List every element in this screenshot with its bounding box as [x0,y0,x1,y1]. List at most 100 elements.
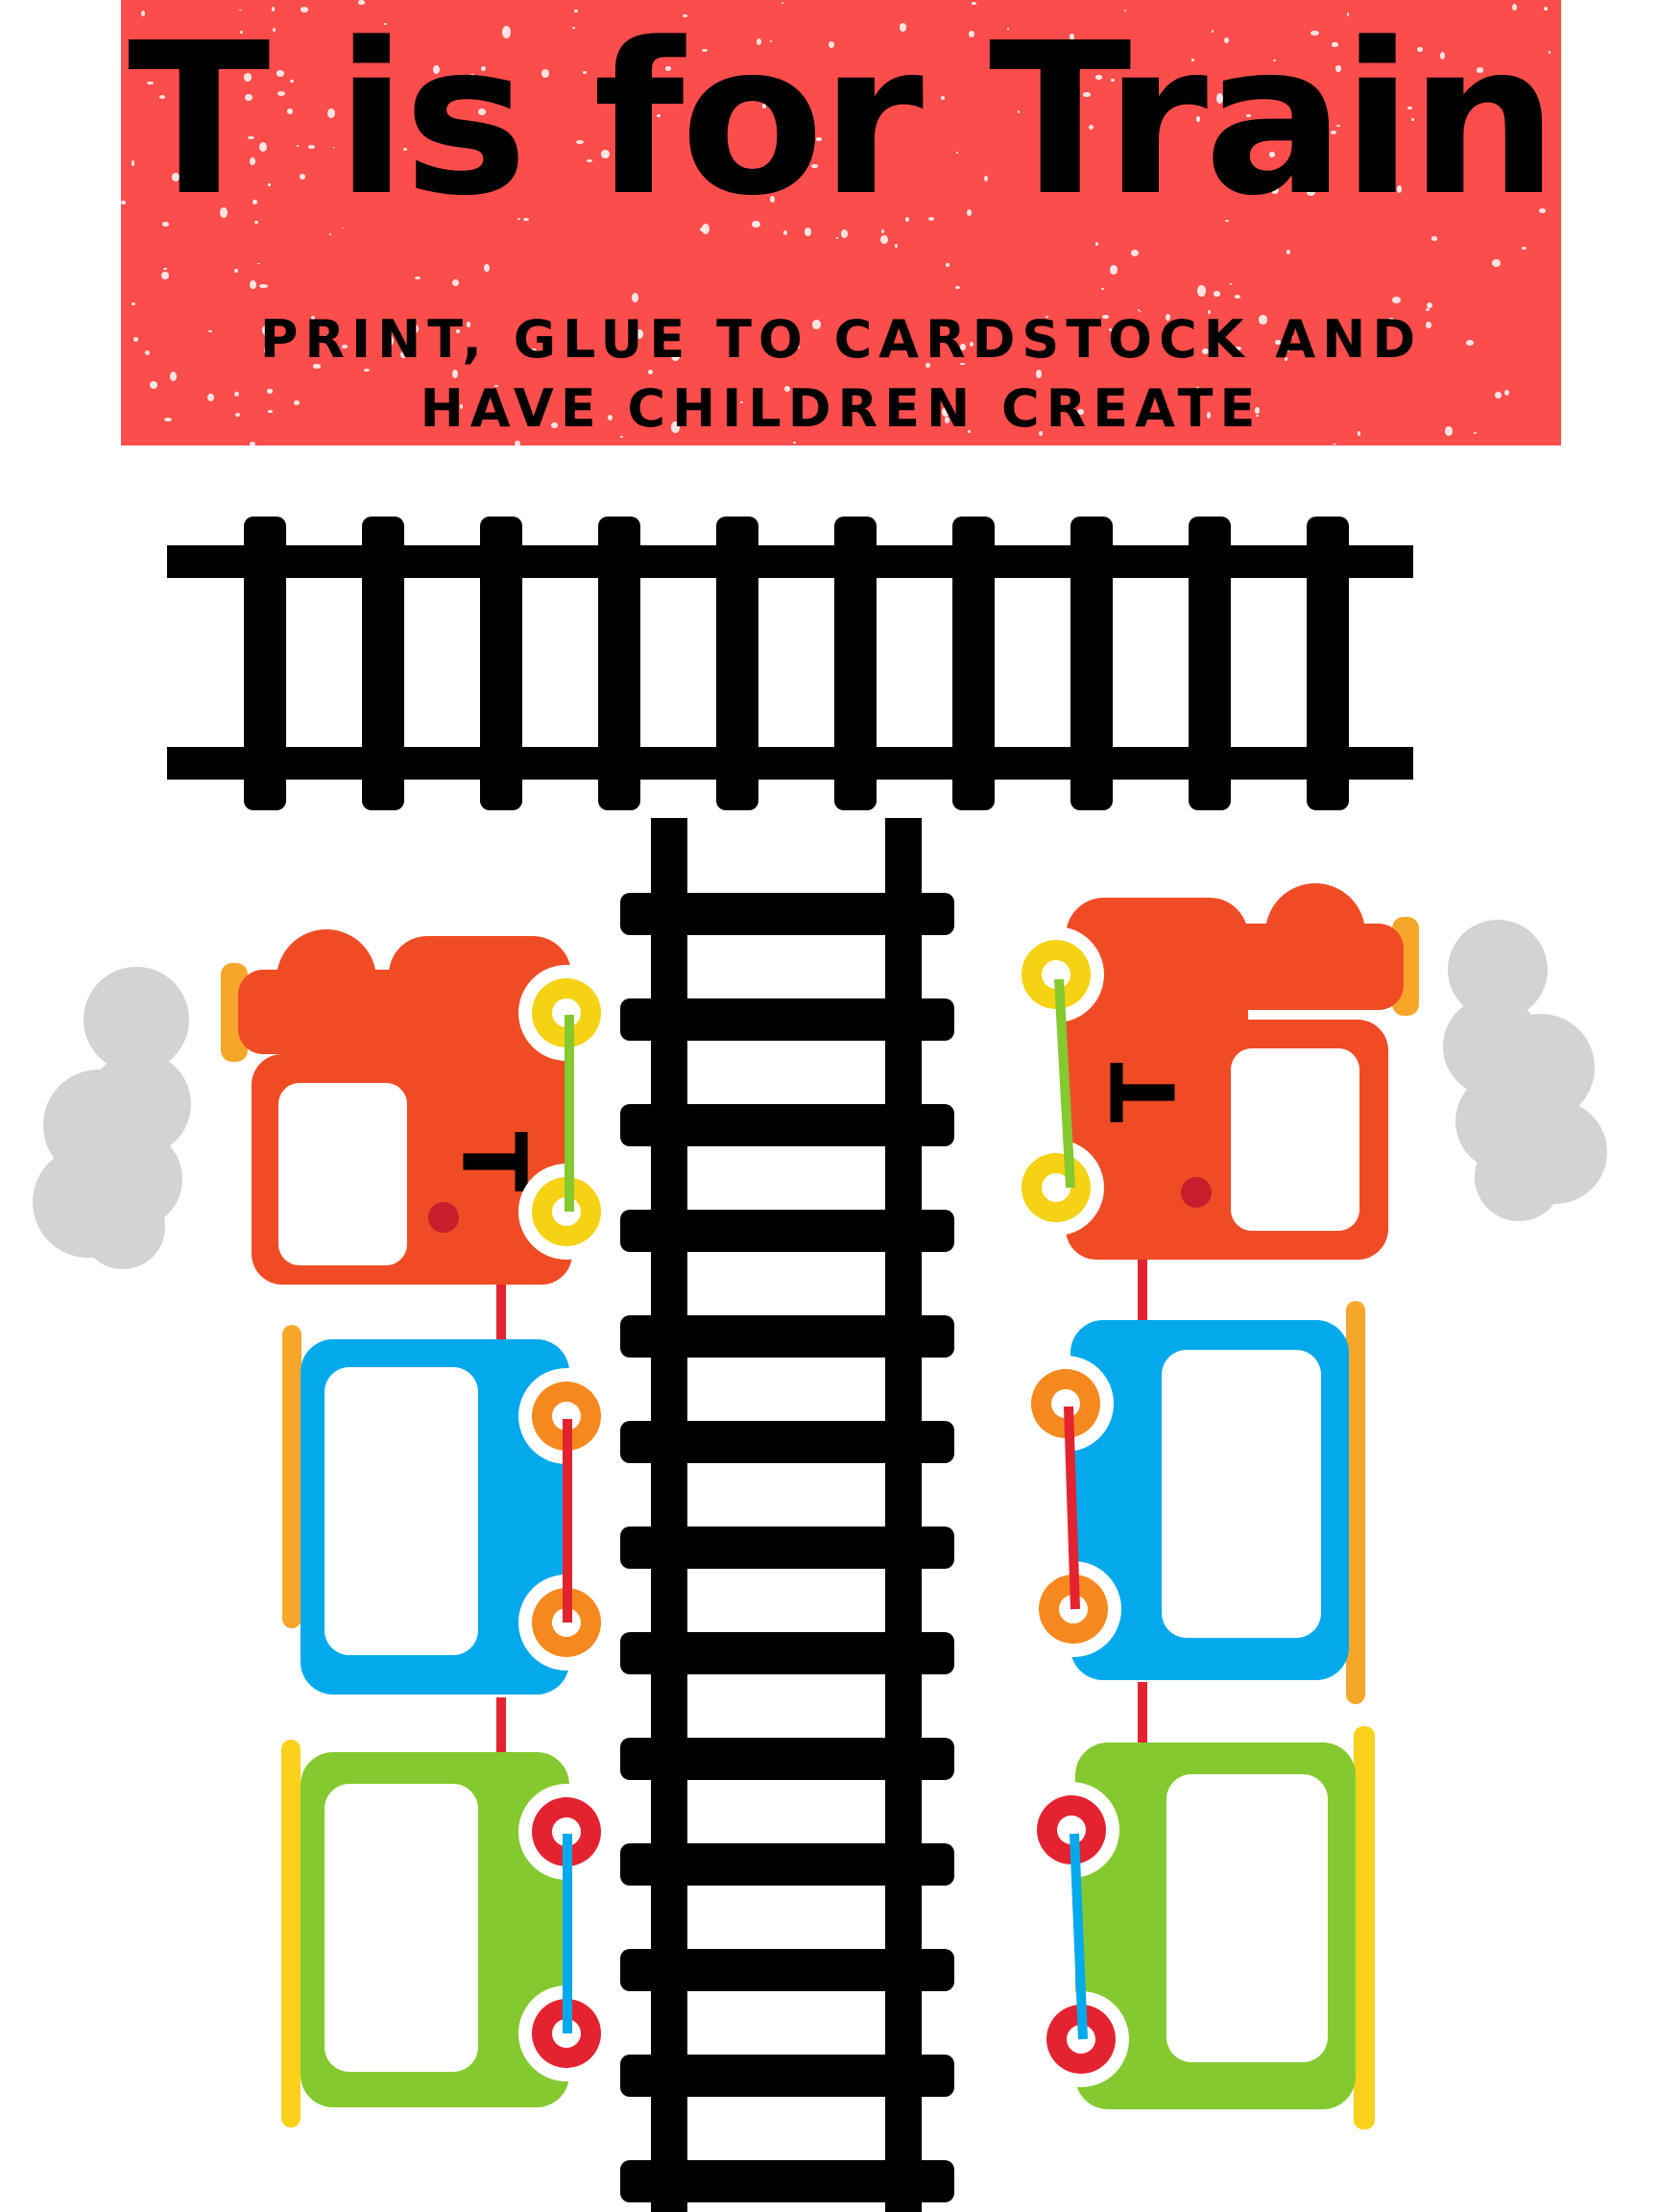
banner-speckle [1425,307,1431,312]
banner-speckle [967,208,973,216]
banner-speckle [904,217,909,222]
banner-speckle [517,217,521,220]
banner-speckle [273,28,276,32]
banner-speckle [762,103,766,108]
banner-speckle [1234,346,1242,350]
banner-speckle [403,147,407,151]
banner-speckle [648,370,654,375]
banner-speckle [761,76,768,82]
banner-speckle [1473,432,1477,434]
banner-speckle [1197,285,1206,297]
track-tie [620,1949,954,1991]
left-train: T [33,929,614,2128]
banner-speckle [364,369,370,373]
banner-speckle [171,173,180,182]
banner-speckle [1391,321,1398,327]
banner-speckle [1539,208,1546,214]
banner-speckle [141,10,146,16]
banner-speckle [1225,219,1230,222]
banner-speckle [1070,33,1075,40]
banner-speckle [121,201,126,204]
track-tie [1070,517,1113,810]
banner-speckle [341,227,345,229]
banner-speckle [617,103,624,108]
banner-speckle [307,144,315,149]
banner-speckle [1082,92,1091,97]
banner-speckle [169,371,177,381]
banner-speckle [451,370,459,379]
right-engine-letter: T [1093,1062,1195,1122]
banner-speckle [645,37,654,46]
banner-speckle [267,183,271,186]
banner-speckle [1230,282,1233,285]
left-engine-window [278,1083,407,1265]
banner-speckle [149,380,158,390]
banner-speckle [1035,369,1042,378]
banner-speckle [300,7,309,13]
banner-speckle [1259,315,1267,325]
banner-speckle [216,55,221,60]
banner-speckle [233,268,238,274]
banner-speckle [838,105,846,108]
banner-speckle [1307,187,1315,196]
banner-speckle [523,217,529,221]
banner-speckle [262,325,270,335]
banner-speckle [299,174,305,180]
banner-speckle [1392,296,1402,303]
banner-speckle [493,384,499,388]
banner-speckle [970,341,974,347]
banner-speckle [945,416,950,423]
banner-speckle [1431,236,1438,241]
banner-speckle [683,13,687,18]
banner-speckle [799,105,803,110]
banner-speckle [268,410,274,414]
banner-speckle [574,10,578,13]
right-train-car-icon-green [1023,1726,1375,2129]
banner-speckle [1264,121,1267,124]
banner-speckle [926,363,930,369]
banner-speckle [253,220,258,225]
banner-speckle [240,30,243,35]
track-tie [620,1738,954,1780]
banner-speckle [752,221,761,228]
banner-speckle [1143,412,1150,417]
banner-speckle [657,114,661,117]
banner-speckle [1130,249,1140,256]
track-tie [620,893,954,935]
banner-speckle [1285,357,1288,361]
banner-speckle [250,156,255,165]
banner-speckle [206,394,214,402]
banner-speckle [1245,113,1252,118]
banner-speckle [899,23,907,32]
banner-speckle [250,441,256,445]
banner-speckle [1254,407,1261,415]
track-tie [716,517,758,810]
page-subtitle: PRINT, GLUE TO CARDSTOCK AND HAVE CHILDR… [121,305,1561,444]
banner-speckle [1445,426,1454,436]
banner-speckle [1336,124,1341,128]
banner-speckle [1190,97,1193,101]
banner-speckle [866,83,872,89]
banner-speckle [131,159,135,166]
banner-speckle [263,347,271,354]
track-tie [620,1104,954,1146]
banner-speckle [1109,265,1118,275]
left-engine-letter: T [443,1132,545,1192]
banner-speckle [1388,317,1394,323]
banner-speckle [793,441,796,444]
banner-speckle [1139,310,1142,313]
banner-speckle [1515,110,1523,120]
right-train: T [1008,883,1607,2129]
banner-speckle [1045,315,1048,319]
banner-speckle [332,146,336,149]
banner-speckle [1110,79,1116,82]
track-tie [1189,517,1231,810]
banner-speckle [322,334,330,344]
banner-speckle [575,140,585,145]
banner-speckle [342,344,349,349]
banner-speckle [477,108,487,116]
banner-speckle [587,158,593,162]
right-engine-rod [1054,978,1075,1189]
banner-speckle [1334,64,1341,73]
